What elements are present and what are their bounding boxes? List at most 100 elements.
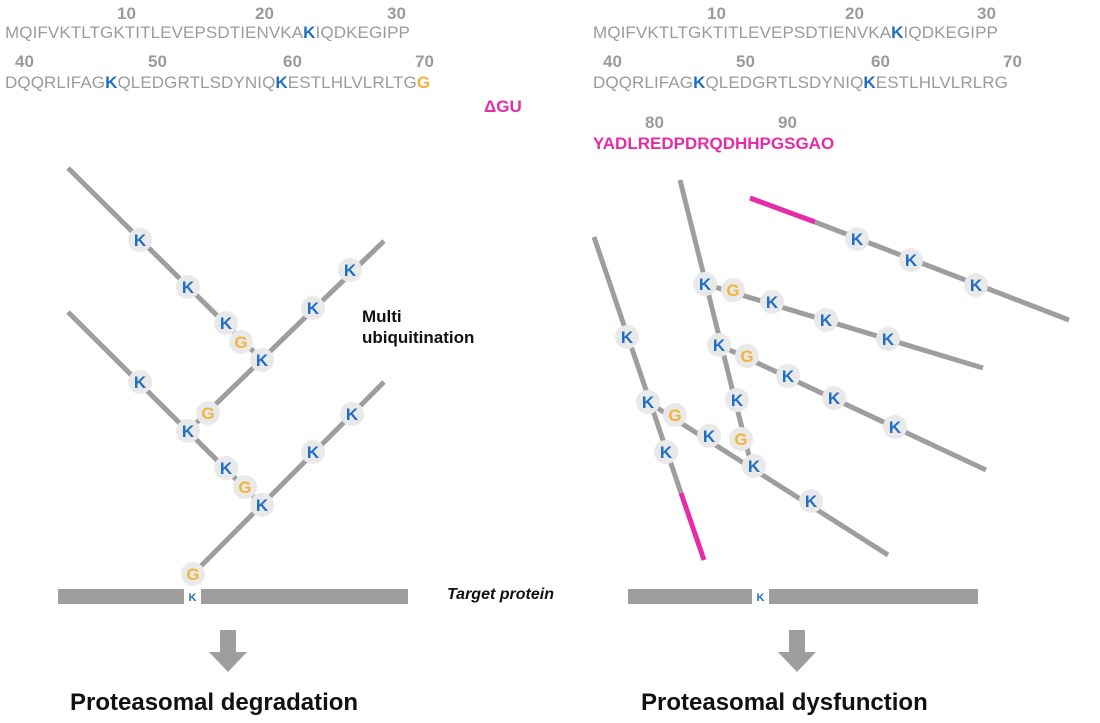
svg-text:K: K — [713, 336, 726, 355]
svg-text:K: K — [805, 492, 818, 511]
svg-text:G: G — [668, 406, 681, 425]
lysine-node: K — [822, 386, 846, 410]
glycine-node: G — [663, 403, 687, 427]
ruler-90: 90 — [778, 113, 797, 132]
svg-text:K: K — [256, 351, 269, 370]
lysine-node: K — [693, 272, 717, 296]
lysine-node: K — [776, 364, 800, 388]
down-arrow-icon — [778, 630, 816, 672]
lysine-node: K — [725, 388, 749, 412]
lysine-node: K — [964, 273, 988, 297]
lysine-node: K — [176, 275, 200, 299]
ruler-10: 10 — [117, 4, 136, 23]
lysine-node: K — [214, 456, 238, 480]
ubiquitin-chains — [66, 166, 1070, 576]
svg-text:K: K — [256, 496, 269, 515]
ruler-40: 40 — [15, 52, 34, 71]
svg-text:K: K — [182, 278, 195, 297]
svg-text:K: K — [642, 393, 655, 412]
extension-tail — [749, 195, 816, 225]
ruler-50: 50 — [148, 52, 167, 71]
glycine-node: G — [233, 475, 257, 499]
glycine-node: G — [735, 344, 759, 368]
target-lysine-right: K — [757, 592, 765, 604]
sequence-line-2: DQQRLIFAGKQLEDGRTLSDYNIQKESTLHLVLRLTGG — [5, 73, 431, 92]
ruler-80: 80 — [645, 113, 664, 132]
ruler-70: 70 — [1003, 52, 1022, 71]
glycine-node: G — [721, 278, 745, 302]
glycine-node: G — [229, 330, 253, 354]
lysine-node: K — [301, 296, 325, 320]
svg-text:G: G — [740, 347, 753, 366]
svg-text:K: K — [766, 293, 779, 312]
svg-text:K: K — [660, 443, 673, 462]
ruler-60: 60 — [283, 52, 302, 71]
svg-text:K: K — [134, 373, 147, 392]
ruler-60: 60 — [871, 52, 890, 71]
lysine-node: K — [814, 308, 838, 332]
svg-text:G: G — [238, 478, 251, 497]
chain-segment — [677, 179, 755, 469]
multi-ubiquitination-label: Multi ubiquitination — [362, 307, 475, 347]
svg-text:K: K — [344, 261, 357, 280]
svg-text:G: G — [201, 404, 214, 423]
target-lysine-left: K — [189, 592, 197, 604]
target-protein-bar-left — [58, 589, 408, 604]
svg-text:G: G — [726, 281, 739, 300]
ruler-10: 10 — [707, 4, 726, 23]
ruler-50: 50 — [736, 52, 755, 71]
extension-sequence: YADLREDPDRQDHHPGSGAO — [593, 134, 835, 153]
glycine-node: G — [196, 401, 220, 425]
chain-segment — [704, 281, 984, 371]
svg-text:K: K — [748, 457, 761, 476]
svg-text:G: G — [186, 565, 199, 584]
svg-text:K: K — [820, 311, 833, 330]
svg-text:K: K — [851, 230, 864, 249]
svg-text:K: K — [307, 299, 320, 318]
sequence-line-2: DQQRLIFAGKQLEDGRTLSDYNIQKESTLHLVLRLRG — [593, 73, 1008, 92]
svg-text:G: G — [734, 430, 747, 449]
lysine-node: K — [742, 454, 766, 478]
lysine-node: K — [301, 440, 325, 464]
lysine-node: K — [250, 348, 274, 372]
lysine-node: K — [760, 290, 784, 314]
svg-text:K: K — [703, 427, 716, 446]
ruler-20: 20 — [845, 4, 864, 23]
extension-tail — [678, 492, 707, 561]
lysine-node: K — [615, 325, 639, 349]
svg-text:K: K — [134, 231, 147, 250]
lysine-node: K — [250, 493, 274, 517]
right-title: Proteasomal dysfunction — [641, 689, 928, 716]
svg-text:K: K — [889, 418, 902, 437]
svg-text:K: K — [699, 275, 712, 294]
lysine-node: K — [128, 228, 152, 252]
target-lysine-box-right — [752, 588, 769, 605]
svg-text:K: K — [731, 391, 744, 410]
lysine-node: K — [636, 390, 660, 414]
svg-text:K: K — [220, 314, 233, 333]
ruler-30: 30 — [387, 4, 406, 23]
left-title: Proteasomal degradation — [70, 689, 359, 716]
svg-text:K: K — [970, 276, 983, 295]
target-lysine-box-left — [184, 588, 201, 605]
svg-text:G: G — [234, 333, 247, 352]
lysine-node: K — [128, 370, 152, 394]
target-protein-label: Target protein — [447, 586, 554, 603]
lysine-node: K — [654, 440, 678, 464]
svg-text:K: K — [782, 367, 795, 386]
lysine-node: K — [176, 419, 200, 443]
ruler-20: 20 — [255, 4, 274, 23]
svg-text:K: K — [220, 459, 233, 478]
sequence-line-1: MQIFVKTLTGKTITLEVEPSDTIENVKAKIQDKEGIPP — [5, 23, 410, 42]
svg-text:K: K — [182, 422, 195, 441]
svg-text:K: K — [621, 328, 634, 347]
delta-gu-label: ΔGU — [484, 97, 522, 116]
lysine-node: K — [845, 227, 869, 251]
svg-text:K: K — [828, 389, 841, 408]
sequence-line-1: MQIFVKTLTGKTITLEVEPSDTIENVKAKIQDKEGIPP — [593, 23, 998, 42]
lysine-node: K — [697, 424, 721, 448]
lysine-node: K — [899, 248, 923, 272]
